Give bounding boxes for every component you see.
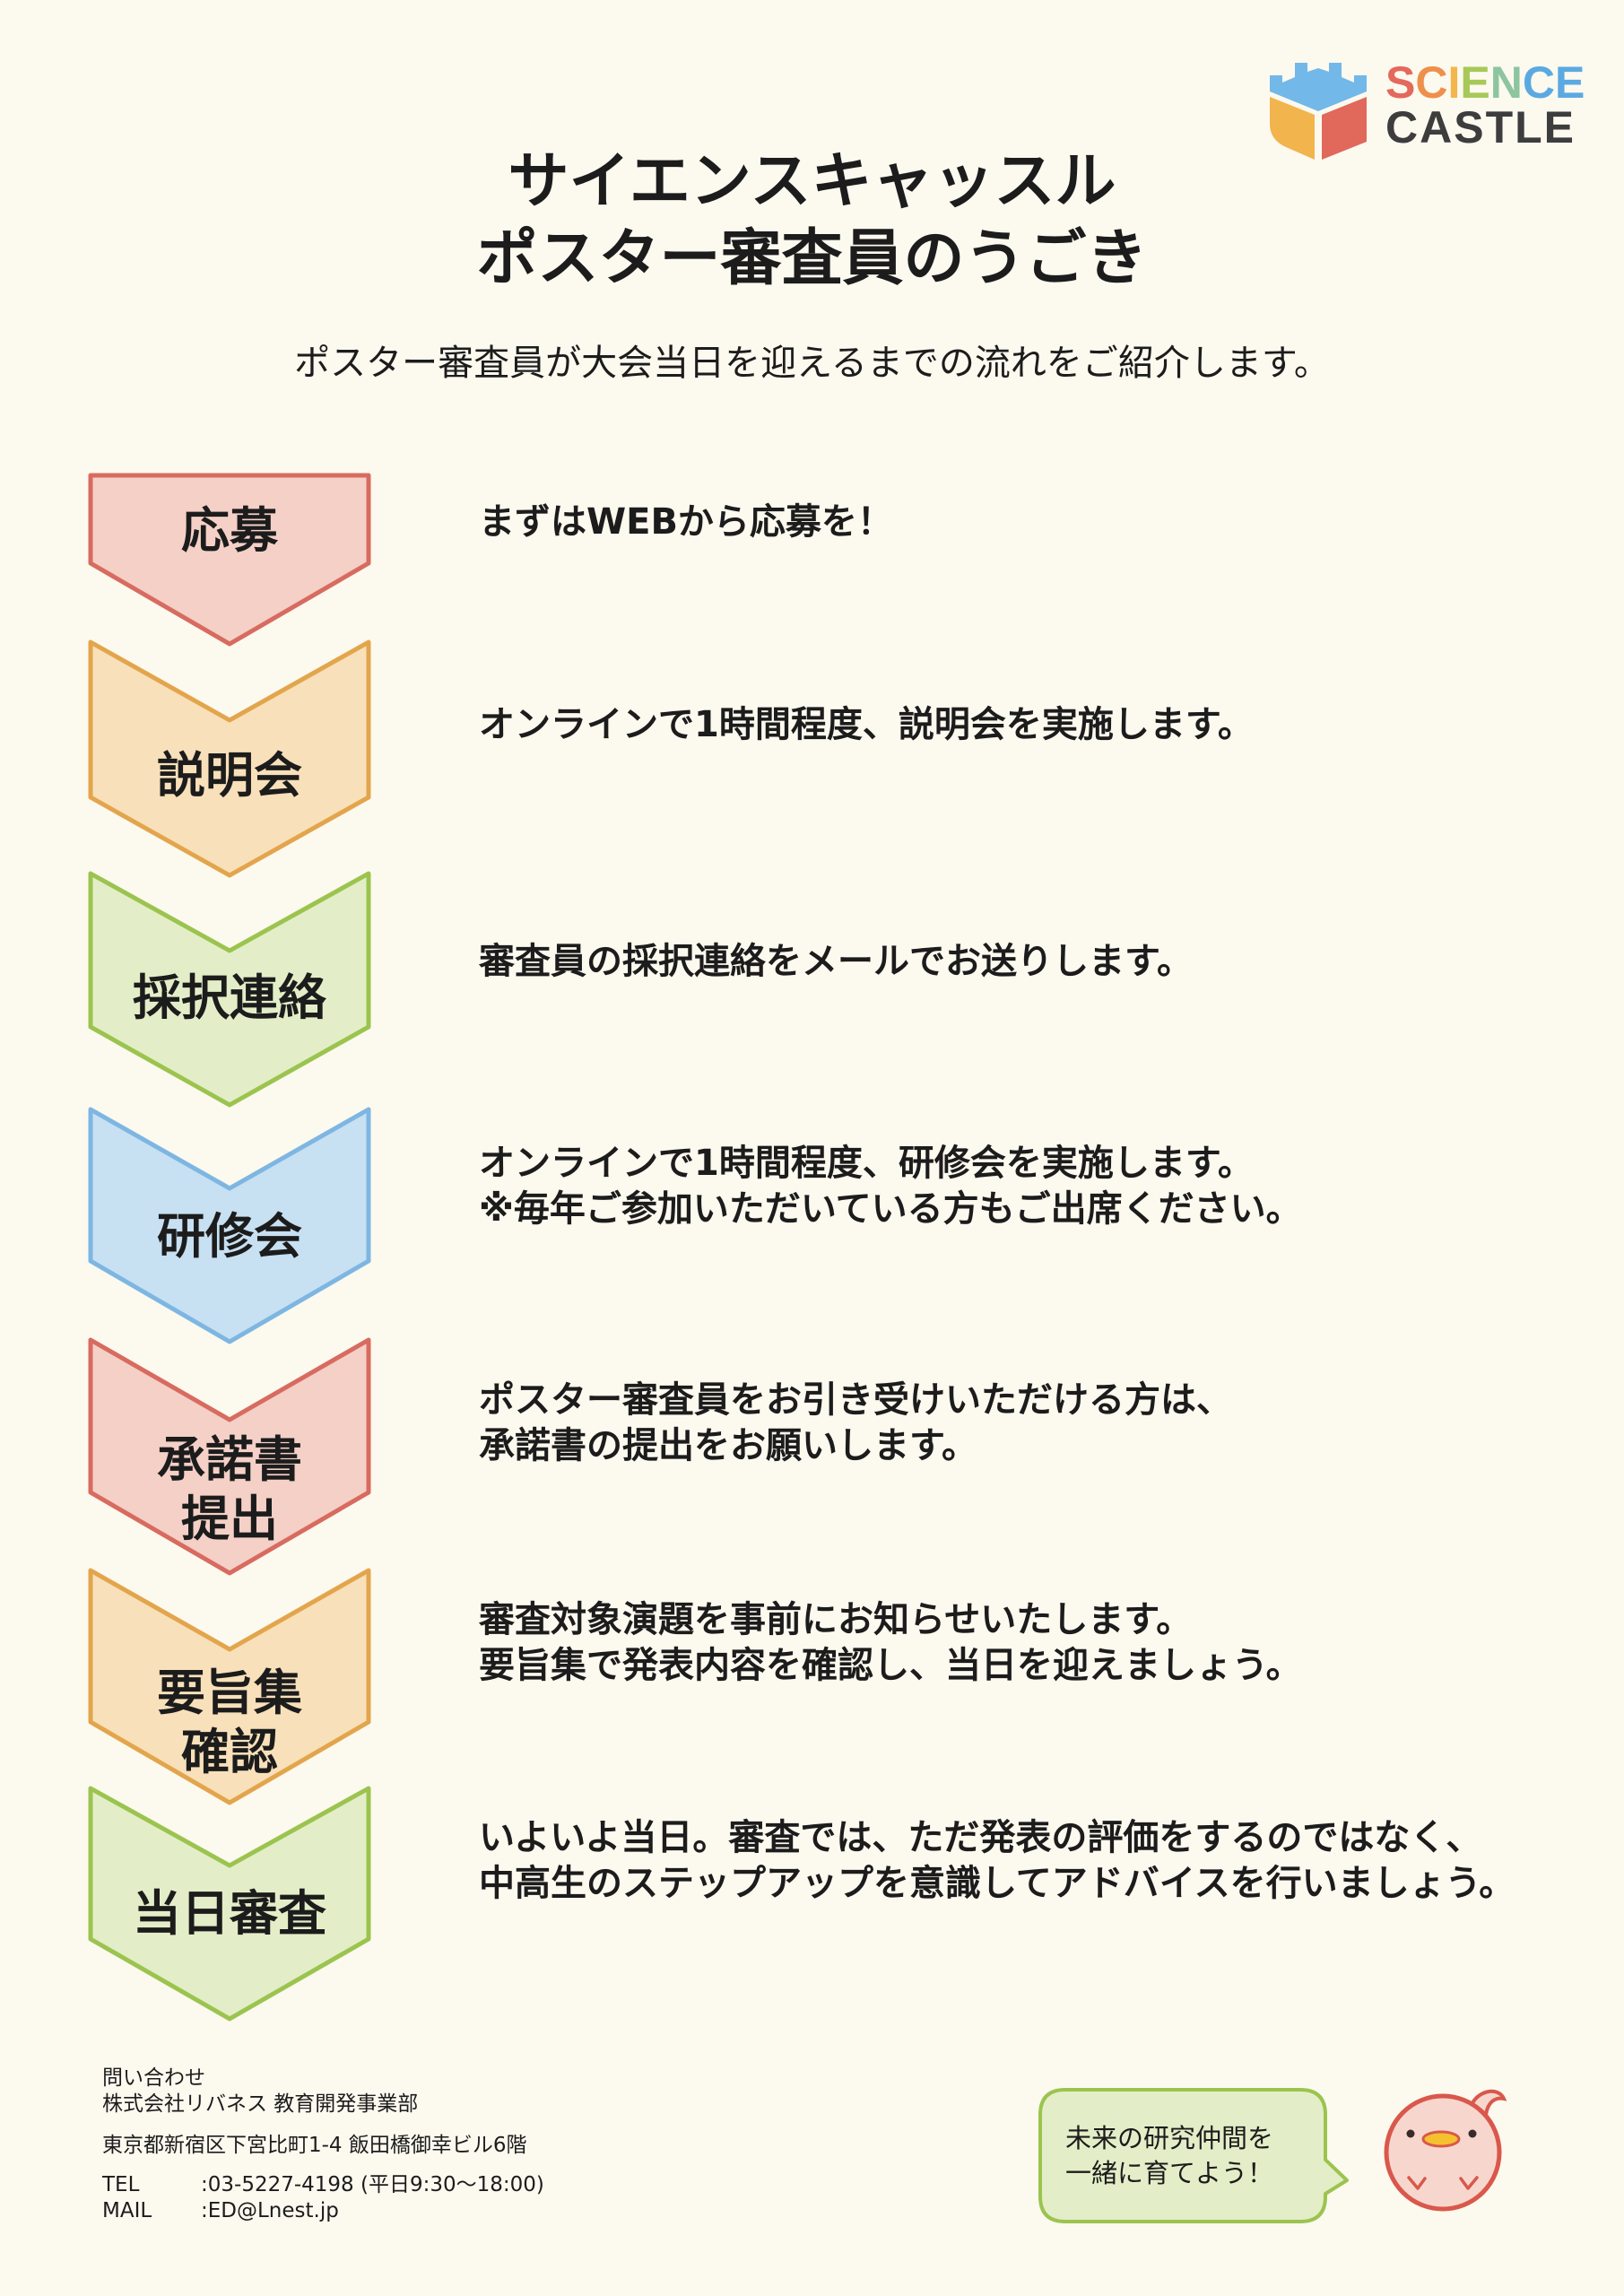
description-line: 中高生のステップアップを意識してアドバイスを行いましょう。 <box>479 1863 1515 1904</box>
speech-bubble-text: 未来の研究仲間を 一緒に育てよう！ <box>1065 2121 1273 2191</box>
flow-chevrons <box>88 473 371 2022</box>
step-1-label: 応募 <box>91 502 369 560</box>
step-label-line: 当日審査 <box>133 1885 326 1942</box>
step-6-description: 審査対象演題を事前にお知らせいたします。 要旨集で発表内容を確認し、当日を迎えま… <box>479 1597 1302 1689</box>
step-label-line: 要旨集 <box>157 1665 302 1721</box>
logo-letter: N <box>1489 57 1523 108</box>
logo-letter: S <box>1385 57 1416 108</box>
step-label-line: 説明会 <box>157 747 302 804</box>
description-line: 審査員の採択連絡をメールでお送りします。 <box>479 941 1193 982</box>
step-3-description: 審査員の採択連絡をメールでお送りします。 <box>479 939 1193 985</box>
mail-value: :ED@Lnest.jp <box>201 2199 339 2222</box>
description-line: いよいよ当日。審査では、ただ発表の評価をするのではなく、 <box>479 1817 1482 1858</box>
description-line: オンラインで1時間程度、研修会を実施します。 <box>479 1143 1254 1184</box>
step-3-chevron <box>88 871 371 1108</box>
mail-label: MAIL <box>102 2199 152 2222</box>
step-4-label: 研修会 <box>91 1208 369 1265</box>
logo-letter: C <box>1415 57 1448 108</box>
contact-organization: 株式会社リバネス 教育開発事業部 <box>102 2092 419 2116</box>
logo-letter: E <box>1460 57 1490 108</box>
step-4-chevron <box>88 1107 371 1344</box>
step-5-label: 承諾書 提出 <box>91 1431 369 1549</box>
step-1-chevron <box>88 473 371 647</box>
step-label-line: 承諾書 <box>157 1431 302 1488</box>
tel-value: :03-5227-4198 (平日9:30～18:00) <box>201 2173 544 2196</box>
step-2-label: 説明会 <box>91 747 369 804</box>
step-7-description: いよいよ当日。審査では、ただ発表の評価をするのではなく、 中高生のステップアップ… <box>479 1815 1515 1907</box>
step-label-line: 応募 <box>181 502 278 559</box>
step-5-chevron <box>88 1337 371 1576</box>
page-subtitle: ポスター審査員が大会当日を迎えるまでの流れをご紹介します。 <box>294 343 1330 384</box>
contact-address: 東京都新宿区下宮比町1-4 飯田橋御幸ビル6階 <box>102 2134 527 2157</box>
description-line: ※毎年ご参加いただいている方もご出席ください。 <box>479 1188 1302 1230</box>
step-2-chevron <box>88 639 371 878</box>
step-label-line: 提出 <box>181 1491 278 1547</box>
step-label-line: 研修会 <box>157 1208 302 1265</box>
contact-tel: TEL :03-5227-4198 (平日9:30～18:00) <box>102 2172 544 2197</box>
step-6-label: 要旨集 確認 <box>91 1664 369 1782</box>
page-title: サイエンスキャッスル ポスター審査員のうごき <box>0 144 1624 298</box>
castle-block-icon <box>1270 63 1367 160</box>
logo-letter: C <box>1522 57 1555 108</box>
step-label-line: 採択連絡 <box>133 970 326 1026</box>
description-line: オンラインで1時間程度、説明会を実施します。 <box>479 704 1254 745</box>
contact-mail: MAIL :ED@Lnest.jp <box>102 2198 339 2223</box>
step-1-description: まずはWEBから応募を！ <box>479 500 893 545</box>
description-line: 承諾書の提出をお願いします。 <box>479 1425 977 1466</box>
step-7-label: 当日審査 <box>91 1885 369 1943</box>
title-line: サイエンスキャッスル <box>508 146 1116 217</box>
description-line: ポスター審査員をお引き受けいただける方は、 <box>479 1379 1232 1421</box>
title-line: ポスター審査員のうごき <box>476 223 1148 294</box>
logo-letter: I <box>1447 57 1461 108</box>
description-line: 審査対象演題を事前にお知らせいたします。 <box>479 1599 1193 1640</box>
description-line: 要旨集で発表内容を確認し、当日を迎えましょう。 <box>479 1645 1302 1686</box>
step-2-description: オンラインで1時間程度、説明会を実施します。 <box>479 702 1254 748</box>
step-label-line: 確認 <box>181 1724 278 1780</box>
logo-castle-word: CASTLE <box>1385 102 1576 152</box>
bubble-line: 未来の研究仲間を <box>1065 2123 1274 2153</box>
logo-science-word: SCIENCE <box>1385 59 1585 106</box>
tel-label: TEL <box>102 2173 140 2196</box>
chick-mascot-icon <box>1384 2090 1507 2212</box>
speech-bubble <box>1038 2088 1349 2223</box>
step-4-description: オンラインで1時間程度、研修会を実施します。 ※毎年ご参加いただいている方もご出… <box>479 1141 1302 1232</box>
contact-heading: 問い合わせ <box>102 2066 205 2090</box>
step-5-description: ポスター審査員をお引き受けいただける方は、 承諾書の提出をお願いします。 <box>479 1378 1232 1469</box>
description-line: まずはWEBから応募を！ <box>479 501 893 543</box>
bubble-line: 一緒に育てよう！ <box>1065 2158 1274 2188</box>
logo-letter: E <box>1554 57 1585 108</box>
step-6-chevron <box>88 1568 371 1805</box>
step-3-label: 採択連絡 <box>91 970 369 1027</box>
step-7-chevron <box>88 1786 371 2022</box>
